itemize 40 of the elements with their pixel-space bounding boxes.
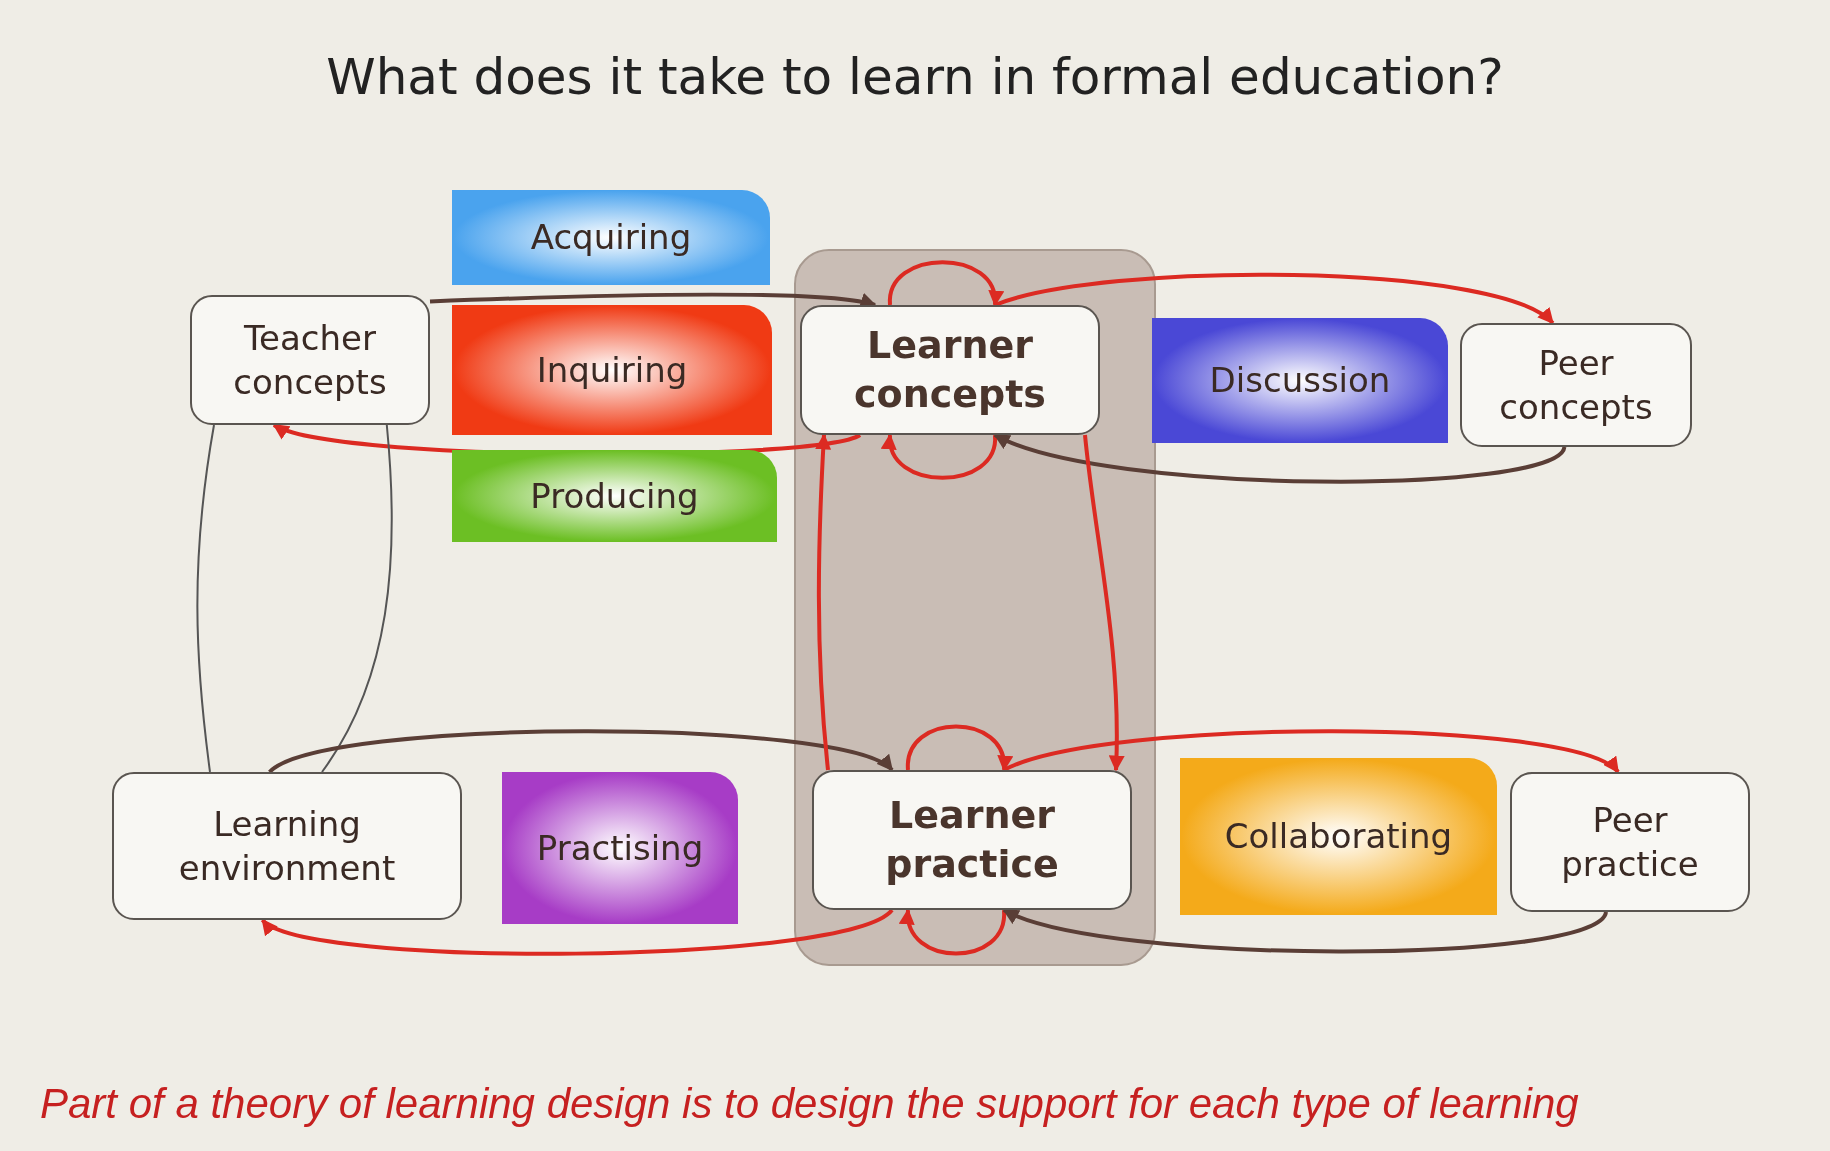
connector-arrow bbox=[1002, 907, 1608, 954]
connector-arrow bbox=[1083, 434, 1125, 772]
concept-box bbox=[1510, 772, 1750, 912]
activity-box bbox=[452, 305, 772, 435]
node-label: Learner concepts bbox=[853, 321, 1047, 418]
title: What does it take to learn in formal education? bbox=[325, 48, 1505, 106]
connector-arrow bbox=[994, 272, 1555, 325]
connector-arrow bbox=[268, 729, 894, 774]
connector-line bbox=[196, 424, 215, 773]
node-label: Peer practice bbox=[1560, 798, 1700, 886]
concept-box bbox=[812, 770, 1132, 910]
node-label: Discussion bbox=[1208, 359, 1392, 403]
concept-box bbox=[1460, 323, 1692, 447]
activity-box bbox=[452, 450, 777, 542]
node-label: Practising bbox=[535, 826, 705, 870]
connector-arrow bbox=[906, 724, 1011, 772]
connector-arrow bbox=[993, 433, 1566, 484]
caption: Part of a theory of learning design is to design the support for each type of learning bbox=[40, 1080, 1580, 1128]
connector-arrow bbox=[1003, 729, 1620, 774]
node-label: Inquiring bbox=[535, 348, 689, 392]
connector-arrow bbox=[815, 433, 832, 771]
connector-line bbox=[321, 424, 393, 773]
activity-box bbox=[1152, 318, 1448, 443]
connector-arrow bbox=[888, 260, 1002, 307]
connector-arrow bbox=[261, 908, 894, 956]
node-label: Collaborating bbox=[1223, 815, 1454, 859]
node-label: Learning environment bbox=[177, 802, 397, 890]
node-label: Teacher concepts bbox=[232, 316, 388, 404]
concept-box bbox=[112, 772, 462, 920]
node-label: Acquiring bbox=[529, 216, 693, 260]
node-label: Peer concepts bbox=[1498, 341, 1654, 429]
activity-box bbox=[1180, 758, 1497, 915]
activity-box bbox=[502, 772, 738, 924]
concept-box bbox=[800, 305, 1100, 435]
concept-box bbox=[190, 295, 430, 425]
connector-arrow bbox=[901, 908, 1006, 956]
activity-box bbox=[452, 190, 770, 285]
node-label: Learner practice bbox=[884, 791, 1060, 888]
connector-arrow bbox=[883, 433, 997, 480]
node-label: Producing bbox=[529, 474, 700, 518]
